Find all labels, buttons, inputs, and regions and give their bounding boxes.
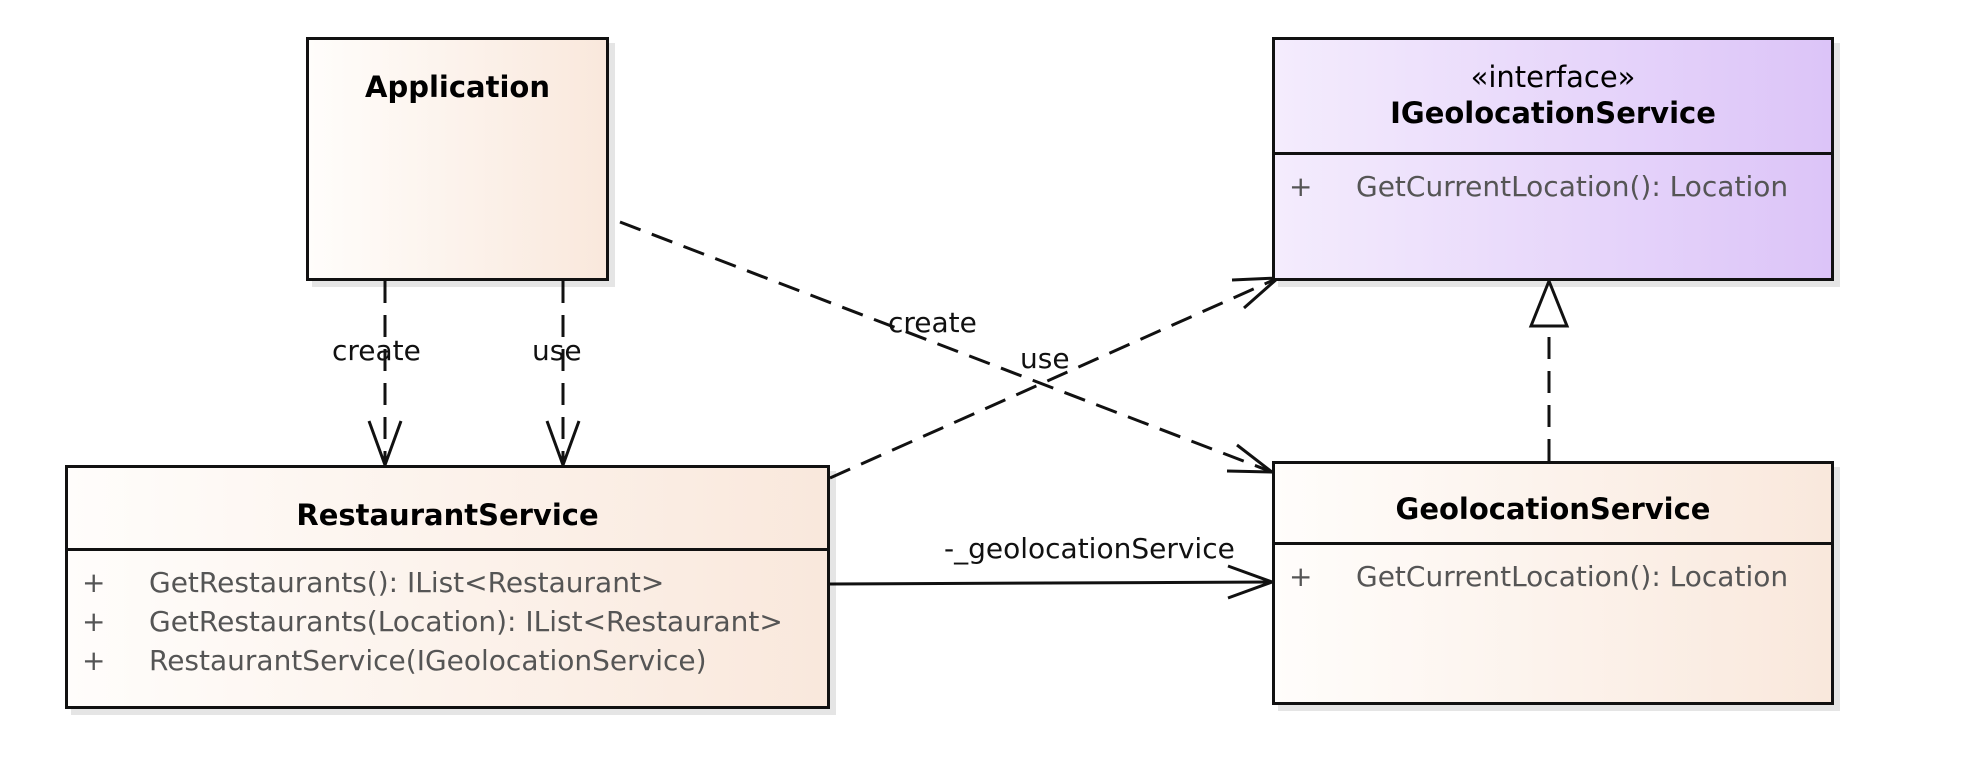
association-role-label: -_geolocationService [944,532,1235,565]
class-name: GeolocationService [1395,492,1711,526]
create-geolocation-dependency-line [619,220,1273,474]
restaurantservice-class: RestaurantService + GetRestaurants(): IL… [65,465,830,709]
operation-signature: RestaurantService(IGeolocationService) [149,644,707,677]
igeolocationservice-interface: «interface» IGeolocationService + GetCur… [1272,37,1834,281]
application-class: Application [306,37,609,281]
class-name: Application [365,70,550,104]
visibility-marker: + [82,605,106,638]
stereotype-label: «interface» [1470,60,1636,94]
class-name: IGeolocationService [1390,96,1716,130]
class-name: RestaurantService [296,498,599,532]
create-geolocation-dependency-label: create [888,306,977,339]
visibility-marker: + [1289,170,1313,203]
visibility-marker: + [82,644,106,677]
operation-signature: GetCurrentLocation(): Location [1356,560,1789,593]
geolocationservice-class: GeolocationService + GetCurrentLocation(… [1272,461,1834,705]
operation-signature: GetRestaurants(): IList<Restaurant> [149,566,665,599]
compartment-divider [1275,542,1831,545]
visibility-marker: + [1289,560,1313,593]
operation-signature: GetCurrentLocation(): Location [1356,170,1789,203]
compartment-divider [1275,152,1831,155]
association-line [829,580,1273,586]
visibility-marker: + [82,566,106,599]
operation-signature: GetRestaurants(Location): IList<Restaura… [149,605,783,638]
use-interface-dependency-line [829,276,1279,480]
use-interface-dependency-label: use [1020,342,1070,375]
realization-triangle-icon [1528,276,1570,328]
use-dependency-label: use [532,334,582,367]
create-dependency-label: create [332,334,421,367]
use-interface-arrowhead-icon [1231,276,1283,310]
compartment-divider [68,548,827,551]
